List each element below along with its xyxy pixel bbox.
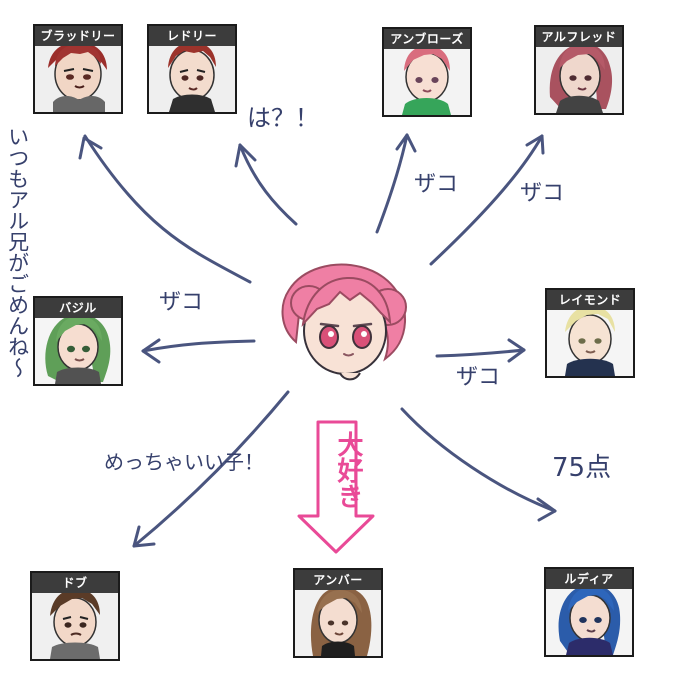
pink-haired-girl-icon	[281, 263, 407, 381]
relation-note-ambrose: ザコ	[414, 172, 459, 197]
arrow-to-basil	[141, 338, 256, 364]
character-card-bradley: ブラッドリー	[33, 24, 123, 114]
arrow-to-ledley	[234, 143, 298, 226]
dove-portrait-icon	[32, 573, 118, 659]
character-card-ledley: レドリー	[147, 24, 237, 114]
arrow-to-amber	[297, 420, 375, 554]
character-name-basil: バジル	[35, 298, 121, 318]
arrow-to-ludia	[400, 407, 557, 522]
character-name-raymond: レイモンド	[547, 290, 633, 310]
ledley-portrait-icon	[149, 26, 235, 112]
arrow-to-alfred	[429, 134, 545, 266]
relation-note-ludia: 75点	[552, 453, 612, 483]
character-card-ludia: ルディア	[544, 567, 634, 657]
relation-note-dove: めっちゃいい子！	[104, 450, 264, 474]
character-name-amber: アンバー	[295, 570, 381, 590]
character-card-raymond: レイモンド	[545, 288, 635, 378]
character-card-basil: バジル	[33, 296, 123, 386]
character-name-dove: ドブ	[32, 573, 118, 593]
arrow-to-bradley	[78, 134, 252, 284]
character-name-bradley: ブラッドリー	[35, 26, 121, 46]
relation-note-basil: ザコ	[159, 290, 204, 315]
relation-note-bradley: いつもアル兄がごめんね～	[5, 126, 30, 378]
ludia-portrait-icon	[546, 569, 632, 655]
relation-note-alfred: ザコ	[520, 181, 565, 206]
character-card-ambrose: アンブローズ	[382, 27, 472, 117]
arrow-to-dove	[132, 390, 290, 548]
character-name-ludia: ルディア	[546, 569, 632, 589]
character-name-ambrose: アンブローズ	[384, 29, 470, 49]
character-name-ledley: レドリー	[149, 26, 235, 46]
arrow-to-raymond	[435, 338, 526, 363]
relation-note-amber: 大好き	[333, 431, 363, 509]
relation-note-ledley: は？！	[247, 104, 319, 132]
character-card-amber: アンバー	[293, 568, 383, 658]
character-name-alfred: アルフレッド	[536, 27, 622, 47]
relation-note-raymond: ザコ	[456, 365, 501, 390]
arrow-to-ambrose	[375, 133, 417, 234]
character-card-dove: ドブ	[30, 571, 120, 661]
character-card-alfred: アルフレッド	[534, 25, 624, 115]
